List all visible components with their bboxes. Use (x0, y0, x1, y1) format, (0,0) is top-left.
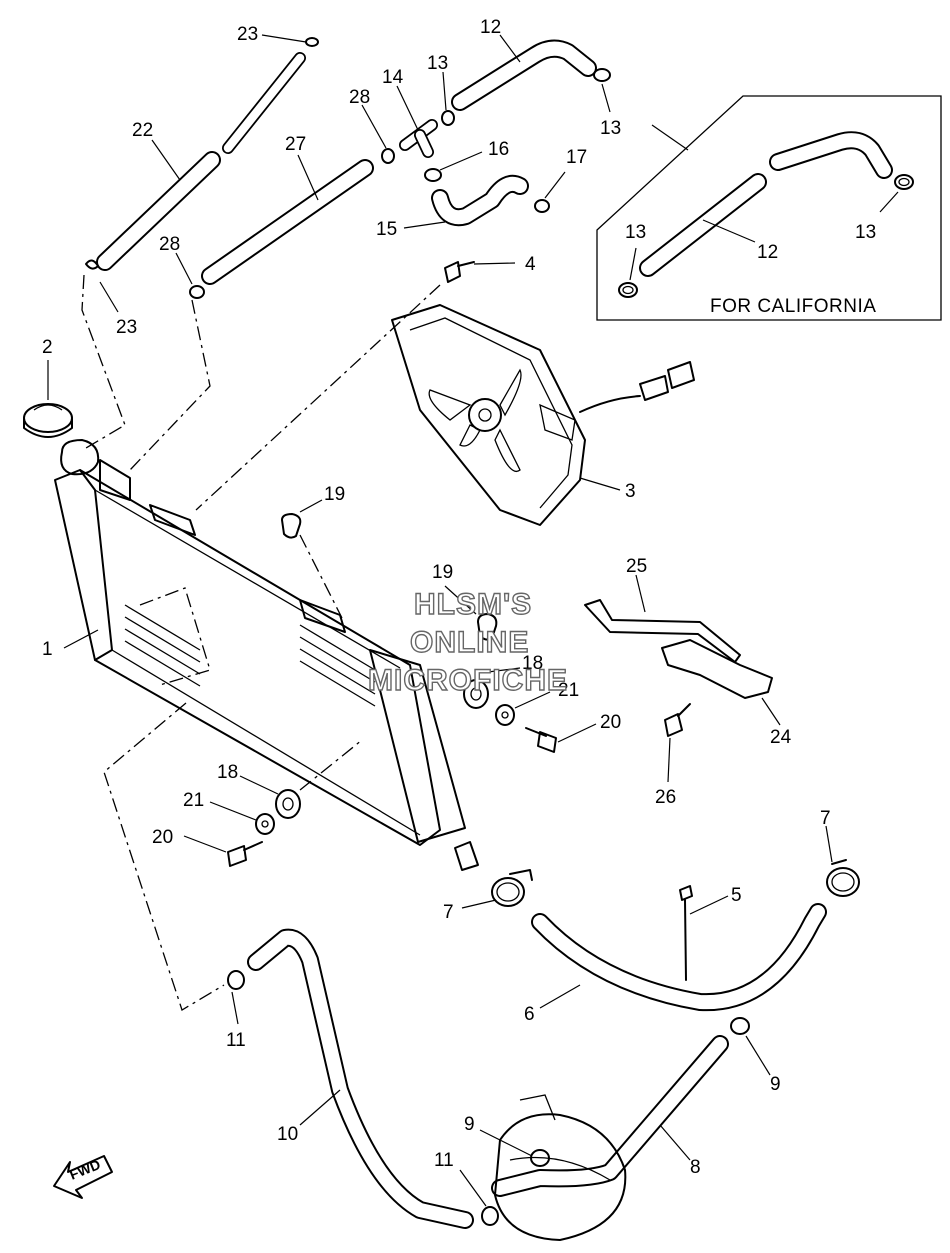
callout-9-right: 9 (770, 1074, 781, 1095)
clamp-28-lower (189, 285, 205, 299)
callout-10: 10 (277, 1124, 298, 1145)
ring-16 (424, 168, 442, 182)
leader-lines (47, 34, 833, 1207)
callout-18-lower: 18 (217, 762, 238, 783)
callout-14: 14 (382, 67, 404, 88)
callout-9-left: 9 (464, 1114, 475, 1135)
inset-clamp-13-left (618, 282, 638, 298)
cable-tie-5 (679, 885, 693, 981)
bolt-20-upper (525, 727, 557, 753)
callout-18-upper: 18 (522, 653, 543, 674)
callout-12: 12 (480, 17, 501, 38)
clamp-9-upper (730, 1017, 750, 1035)
radiator-core-fins (124, 604, 376, 707)
water-pump (494, 1094, 627, 1241)
washer-21-lower (255, 813, 275, 835)
callout-11-upper: 11 (226, 1030, 246, 1051)
callout-19-lower: 19 (432, 562, 453, 583)
bracket-24 (661, 639, 773, 699)
callout-27: 27 (285, 134, 306, 155)
callout-5: 5 (731, 885, 742, 906)
hose-15 (431, 174, 529, 227)
watermark-line-2: ONLINE (410, 626, 529, 659)
callout-7-left: 7 (443, 902, 454, 923)
callout-28-lower: 28 (159, 234, 180, 255)
callout-13-right: 13 (600, 118, 621, 139)
hose-12 (451, 39, 597, 111)
callout-21-upper: 21 (558, 680, 579, 701)
bolt-26 (664, 703, 691, 737)
damper-18-upper (463, 679, 489, 709)
clamp-17 (534, 199, 550, 213)
hose-8 (491, 1035, 729, 1197)
clamp-7-right (826, 859, 860, 897)
bracket-25 (584, 599, 741, 663)
callout-13-inset-right: 13 (855, 222, 876, 243)
alignment-lines (81, 274, 441, 1011)
clamp-7-left (491, 869, 533, 907)
callout-11-lower: 11 (434, 1150, 454, 1171)
callout-23-top: 23 (237, 24, 258, 45)
clamp-28-upper (381, 148, 395, 164)
radiator-cap-2 (23, 403, 73, 438)
watermark: HLSM'S ONLINE MICROFICHE (367, 587, 568, 697)
callout-23-bottom: 23 (116, 317, 137, 338)
inset-clamp-13-right (894, 174, 914, 190)
bolt-20-lower (227, 841, 263, 867)
callout-19-upper: 19 (324, 484, 345, 505)
hose-10 (247, 928, 474, 1229)
callout-7-right: 7 (820, 808, 831, 829)
callout-24: 24 (770, 727, 792, 748)
grommet-19-lower (477, 613, 498, 641)
callout-numbers: 23 22 23 27 28 28 14 13 12 13 16 17 15 4… (42, 17, 876, 1178)
clamp-13-top-a (441, 110, 455, 126)
callout-17: 17 (566, 147, 587, 168)
callout-16: 16 (488, 139, 509, 160)
callout-13-inset-left: 13 (625, 222, 646, 243)
clamp-11-lower (481, 1206, 499, 1226)
callout-21-lower: 21 (183, 790, 204, 811)
callout-15: 15 (376, 219, 397, 240)
hose-27 (201, 159, 374, 285)
watermark-line-3: MICROFICHE (368, 664, 568, 697)
fwd-arrow: FWD (53, 1155, 113, 1199)
hose-6 (531, 903, 827, 1012)
callout-12-inset: 12 (757, 242, 778, 263)
callout-2: 2 (42, 337, 53, 358)
callout-20-lower: 20 (152, 827, 173, 848)
callout-1: 1 (42, 639, 53, 660)
callout-26: 26 (655, 787, 676, 808)
callout-20-upper: 20 (600, 712, 621, 733)
washer-21-upper (495, 704, 515, 726)
watermark-line-1: HLSM'S (414, 588, 532, 621)
bolt-4 (444, 261, 475, 283)
damper-18-lower (275, 789, 301, 819)
callout-6: 6 (524, 1004, 535, 1025)
california-inset: FOR CALIFORNIA (596, 95, 942, 321)
radiator-side-tank (369, 649, 479, 871)
clamp-11-upper (227, 970, 245, 990)
inset-caption: FOR CALIFORNIA (710, 296, 876, 317)
fan-3 (391, 304, 695, 526)
callout-8: 8 (690, 1157, 701, 1178)
inset-hose-12 (639, 131, 893, 277)
callout-22: 22 (132, 120, 153, 141)
radiator-1 (54, 439, 479, 871)
clamp-23-lower (85, 259, 99, 270)
joint-14 (399, 119, 438, 158)
callout-25: 25 (626, 556, 647, 577)
callout-28-upper: 28 (349, 87, 370, 108)
hose-23-upper (222, 37, 319, 154)
fan-connector (579, 361, 695, 413)
grommet-19-upper (281, 513, 302, 539)
clamp-13-top-b (593, 68, 611, 82)
callout-13-top: 13 (427, 53, 448, 74)
callout-4: 4 (525, 254, 536, 275)
hose-22 (96, 151, 221, 271)
callout-3: 3 (625, 481, 636, 502)
